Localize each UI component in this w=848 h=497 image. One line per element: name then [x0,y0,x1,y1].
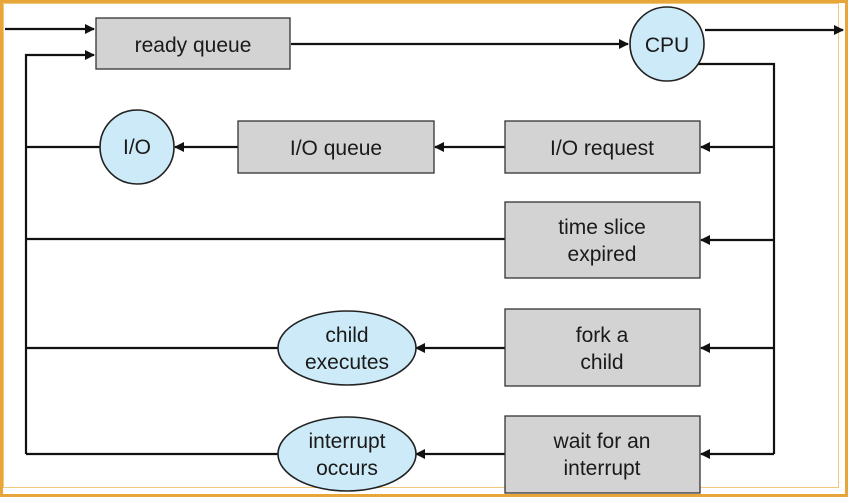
io-request-label: I/O request [550,137,654,160]
child-executes-node: child executes [277,310,417,386]
child-executes-label-line2: executes [305,351,389,374]
io-node: I/O [99,109,175,185]
wait-interrupt-label-line1: wait for an [553,430,651,453]
interrupt-occurs-node: interrupt occurs [277,416,417,492]
fork-child-box: fork a child [504,308,701,387]
io-label: I/O [123,136,151,159]
cpu-label: CPU [645,34,689,57]
io-queue-box: I/O queue [237,120,435,174]
child-executes-label-line1: child [325,324,368,347]
ready-queue-label: ready queue [135,34,252,57]
io-queue-label: I/O queue [290,137,382,160]
interrupt-occurs-label-line2: occurs [316,457,378,480]
cpu-to-bus-line [697,62,776,454]
time-slice-label-line2: expired [568,243,637,266]
ready-queue-box: ready queue [95,17,291,70]
fork-child-label-line2: child [580,351,623,374]
wait-interrupt-label-line2: interrupt [563,457,640,480]
fork-child-label-line1: fork a [576,324,629,347]
time-slice-label-line1: time slice [558,216,646,239]
cpu-node: CPU [629,6,705,82]
interrupt-occurs-label-line1: interrupt [308,430,385,453]
io-request-box: I/O request [504,120,701,174]
time-slice-box: time slice expired [504,201,701,279]
left-return-bus [24,50,95,454]
wait-interrupt-box: wait for an interrupt [504,415,701,494]
